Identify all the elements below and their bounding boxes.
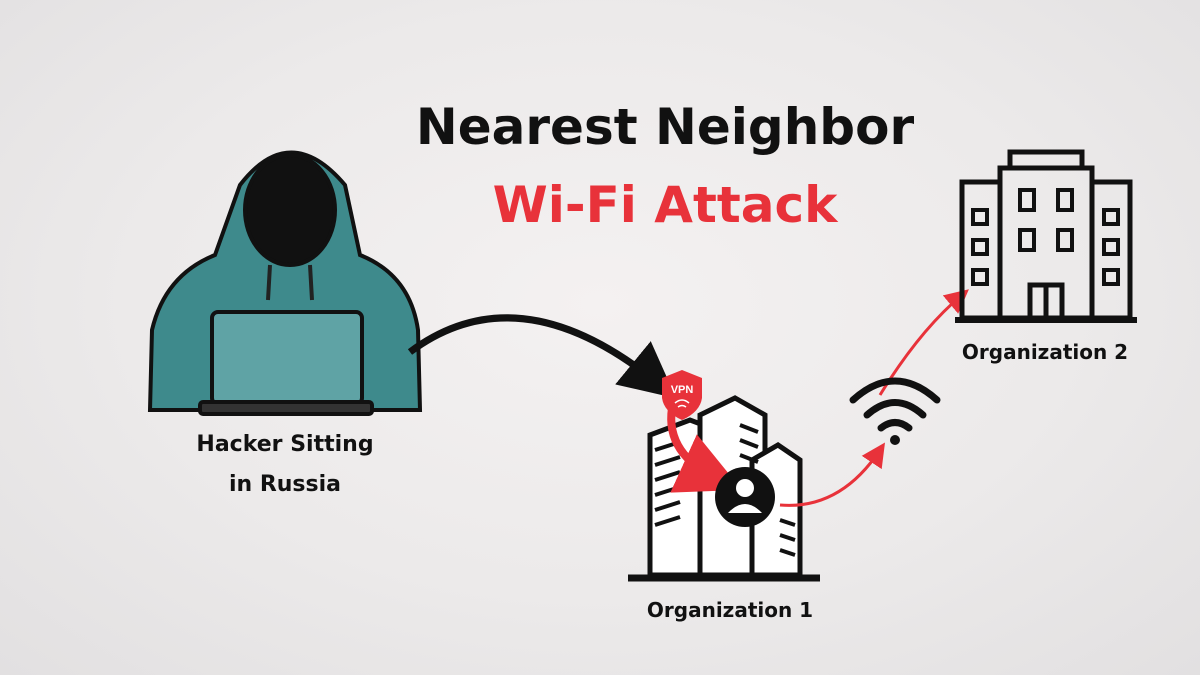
laptop-icon [198, 310, 374, 416]
vpn-shield-icon: VPN [662, 370, 702, 420]
user-icon [715, 467, 775, 527]
title-line-1: Nearest Neighbor [415, 98, 915, 156]
wifi-route-arrow [779, 442, 885, 507]
hacker-label-line-1: Hacker Sitting [196, 432, 374, 457]
hacker-label-line-2: in Russia [228, 472, 342, 497]
org2-label: Organization 2 [961, 340, 1129, 364]
vpn-route-arrow [667, 407, 742, 493]
wifi-icon [849, 377, 941, 445]
vpn-badge-label: VPN [671, 384, 694, 396]
attack-arrow [407, 314, 677, 399]
title-line-2: Wi-Fi Attack [492, 176, 838, 234]
building-icon [955, 149, 1137, 323]
org1-label: Organization 1 [646, 598, 814, 622]
